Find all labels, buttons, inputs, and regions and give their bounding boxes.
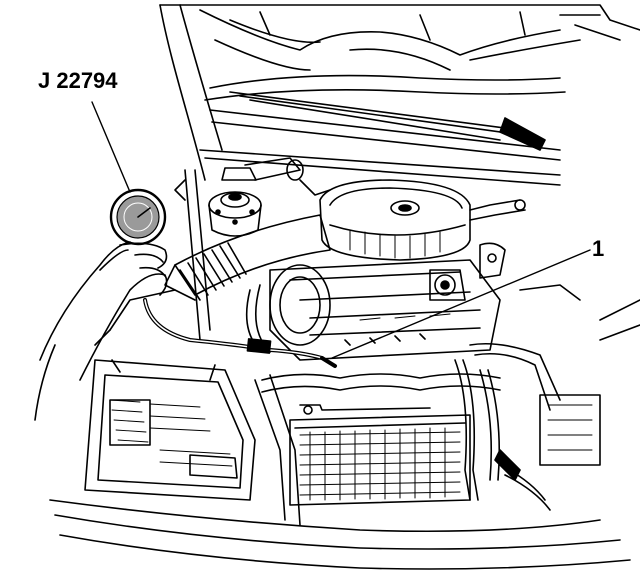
item-1-callout-label: 1 bbox=[592, 236, 605, 261]
leader-lines bbox=[92, 102, 590, 358]
headlamp bbox=[85, 360, 255, 500]
right-hoses bbox=[455, 285, 640, 510]
hand-holding-gauge bbox=[35, 242, 167, 420]
air-cleaner bbox=[320, 180, 525, 260]
strut-tower bbox=[209, 158, 330, 236]
engine-block bbox=[247, 243, 505, 360]
gauge-icon bbox=[111, 190, 165, 244]
hose-line bbox=[145, 300, 335, 366]
intake-duct bbox=[165, 215, 330, 300]
open-hood bbox=[160, 5, 640, 180]
fender-bumper bbox=[50, 290, 630, 569]
strut-pillar bbox=[175, 170, 210, 340]
tool-callout-label: J 22794 bbox=[38, 68, 118, 93]
radiator bbox=[262, 374, 500, 505]
windshield-cowl bbox=[200, 92, 560, 185]
